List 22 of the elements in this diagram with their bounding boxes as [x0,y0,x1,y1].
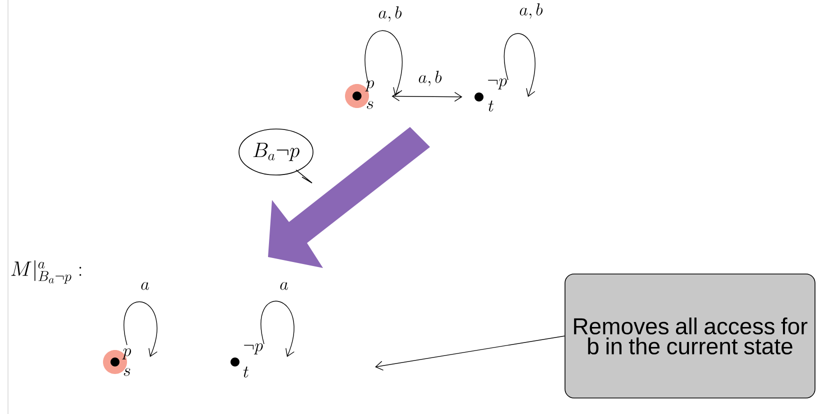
node-label: $s$ [124,368,130,376]
model-label: $M|^{a}_{B_a\neg p}:$ [11,260,82,284]
node-label: $t$ [243,366,249,378]
arrow [375,336,565,371]
loop-arrow [124,302,158,357]
edge-label: $a,b$ [520,3,543,19]
speech-bubble: $B_a\neg p$ [238,128,314,184]
node-label: $s$ [366,101,374,109]
node-label: $\neg p$ [488,78,507,90]
loop-arrow [365,30,403,96]
edge-label: $a$ [141,282,149,290]
callout-box: Removes all access for b in the current state [564,274,816,398]
arrow [392,91,462,102]
loop-arrow [260,301,295,357]
node-label: $t$ [488,100,494,112]
edge-label: $a$ [280,282,288,290]
loop-arrow [504,33,536,97]
edge-label: $a,b$ [378,6,402,22]
node-label: $\neg p$ [244,343,263,354]
node-label: $p$ [365,80,374,92]
edge-label: $a,b$ [418,70,442,86]
node-label: $p$ [122,348,132,360]
